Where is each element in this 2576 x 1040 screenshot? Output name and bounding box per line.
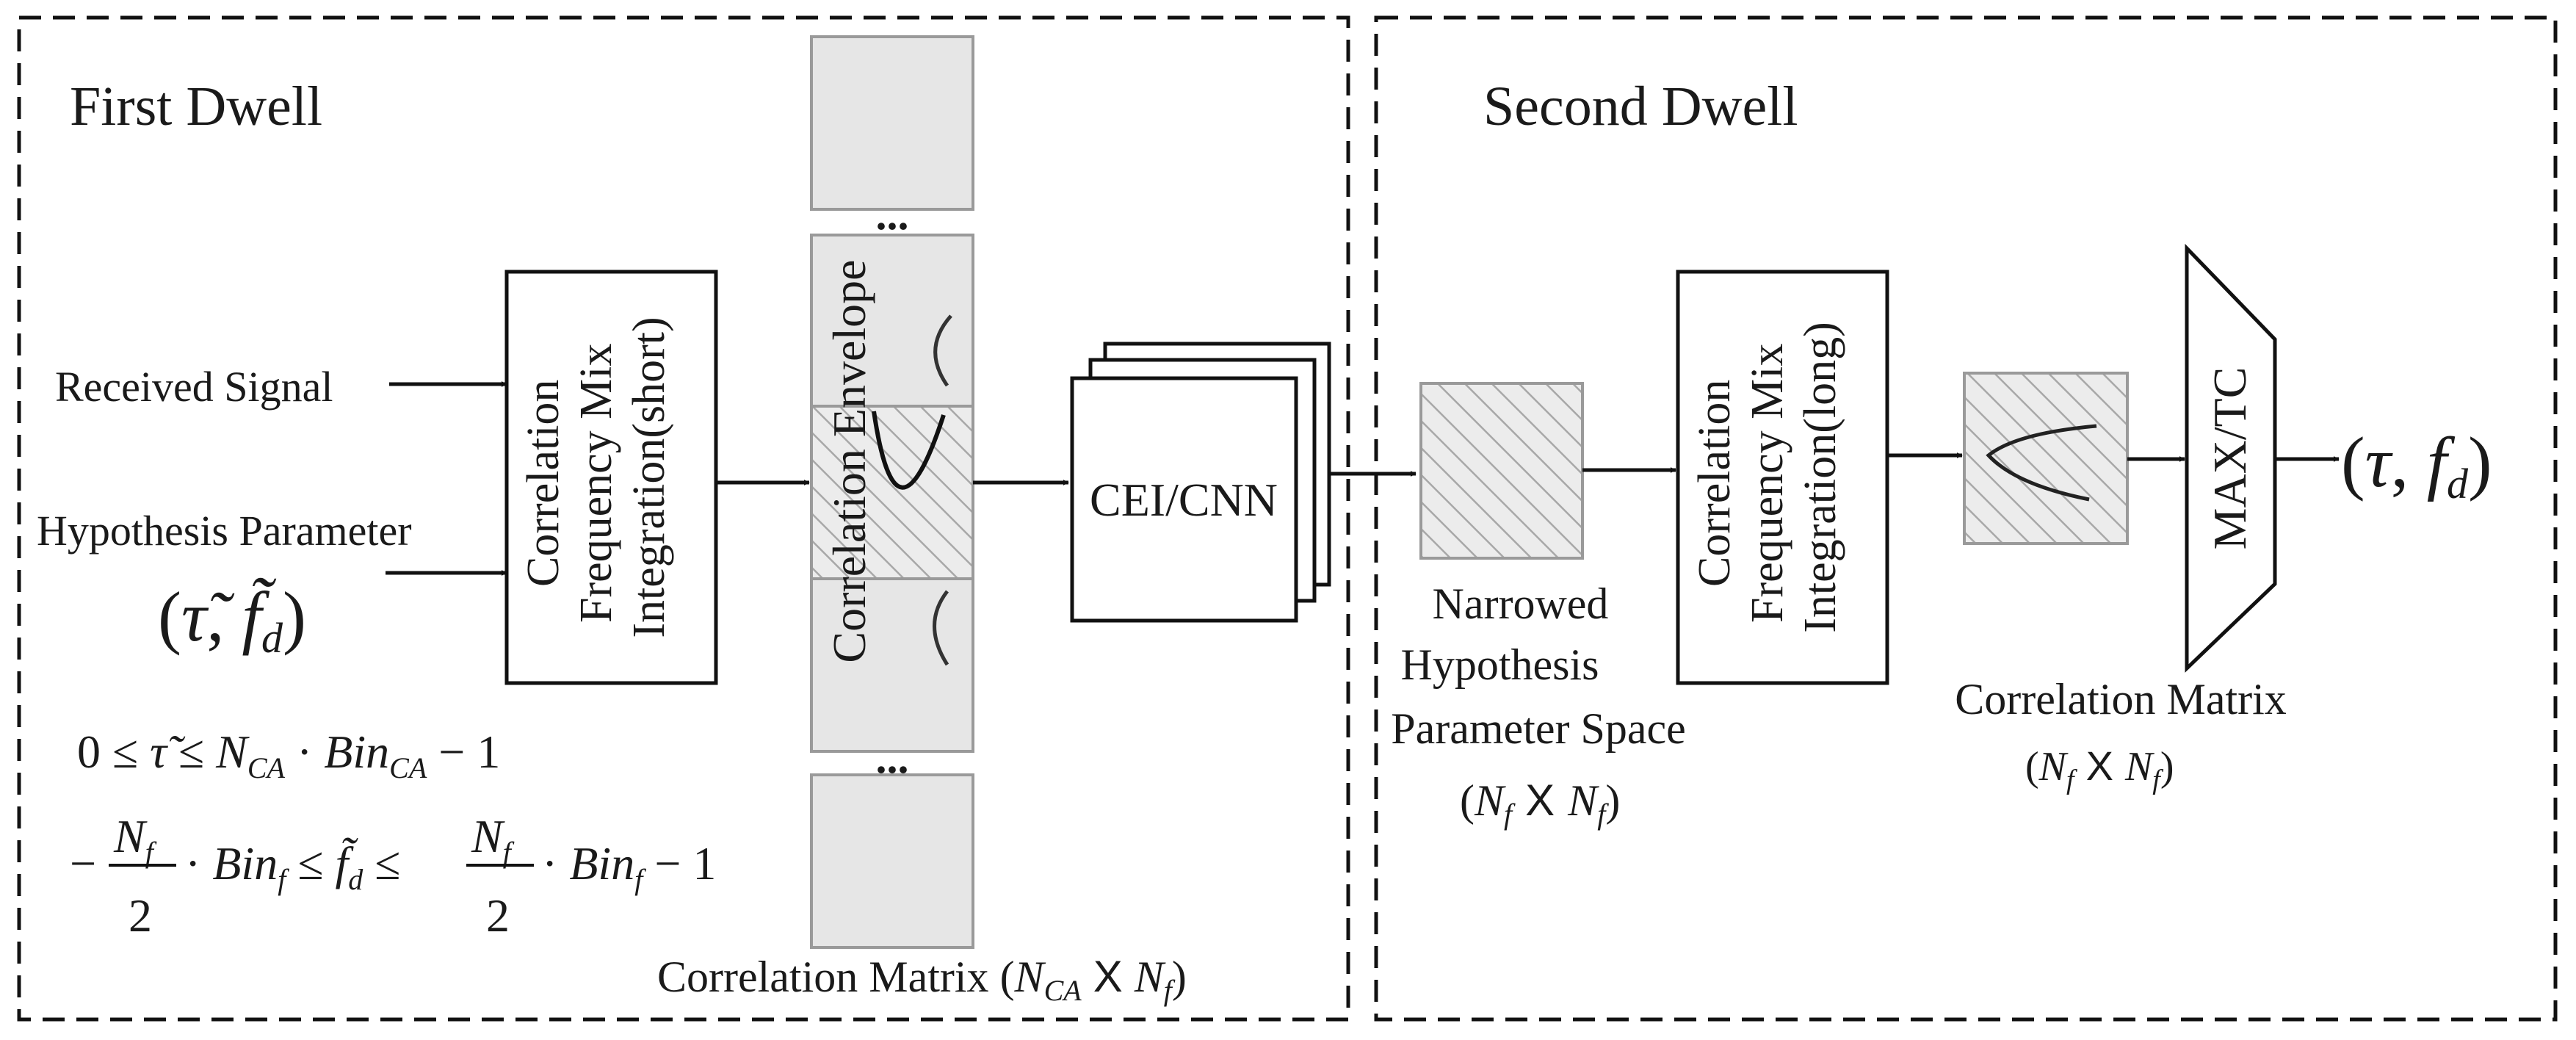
matrix-second-open: (: [2025, 744, 2039, 790]
received-signal-label: Received Signal: [55, 363, 333, 411]
max-tc-block: [2185, 243, 2277, 673]
output-tuple: (τ, fd): [2341, 423, 2492, 508]
narrowed-line-2: Hypothesis: [1401, 640, 1599, 689]
freq-range-mid: · Binf ≤ f̃d ≤: [185, 837, 400, 896]
long-integration-line-2: Frequency Mix: [1743, 343, 1792, 623]
freq-range-tail: · Binf − 1: [542, 837, 716, 896]
second-dwell-panel: [1374, 15, 2558, 1022]
tau-range-p3: N: [215, 726, 250, 778]
freq-range-num1-n: N: [113, 810, 148, 862]
matrix-second-sub1: f: [2066, 765, 2077, 795]
tau-range-p6: Bin: [324, 726, 389, 778]
narrowed-x: X: [1525, 776, 1555, 825]
matrix-first-close: ): [1172, 953, 1187, 1001]
hyp-freq-sub: d: [261, 614, 283, 662]
matrix-first-text: Correlation Matrix: [657, 953, 989, 1001]
freq-range: − Nf 2 · Binf ≤ f̃d ≤ Nf 2 · Binf − 1: [70, 810, 716, 942]
freq-range-leq2: ≤: [363, 837, 400, 889]
freq-range-f-sub: d: [348, 863, 363, 896]
short-integration-block: [504, 270, 718, 685]
hyp-comma: ,: [206, 577, 242, 656]
output-freq-sub: d: [2447, 460, 2469, 508]
tau-range-p2: ≤: [167, 726, 216, 778]
freq-range-leq1: ≤: [286, 837, 335, 889]
freq-range-dot1: ·: [185, 837, 212, 889]
freq-range-den1: 2: [129, 889, 152, 942]
narrowed-n2: N: [1567, 776, 1599, 825]
narrowed-line-3: Parameter Space: [1391, 704, 1685, 753]
freq-range-bin1: Bin: [212, 837, 278, 889]
hyp-close-paren: ): [283, 577, 306, 656]
freq-range-minus: −: [70, 837, 96, 889]
output-tau: τ: [2365, 423, 2394, 502]
second-matrix-peak-curve: [1986, 424, 2097, 502]
second-matrix-box: [1963, 372, 2129, 545]
tau-range: 0 ≤ τ̃ ≤ NCA · BinCA − 1: [77, 726, 500, 784]
narrowed-space-label: Narrowed Hypothesis Parameter Space: [1391, 579, 1685, 753]
envelope-curve-peak: [872, 411, 946, 490]
tau-range-p8: − 1: [427, 726, 500, 778]
matrix-second-n1: N: [2038, 744, 2069, 790]
matrix-ellipsis-top: ...: [876, 190, 909, 239]
short-integration-label: Correlation Frequency Mix Integration(sh…: [518, 317, 674, 638]
narrowed-close: ): [1605, 776, 1620, 825]
freq-range-num2: Nf: [471, 810, 515, 869]
matrix-first-n1: N: [1014, 953, 1046, 1001]
tau-range-p7: CA: [389, 751, 427, 784]
matrix-cell-highlighted: [810, 405, 974, 580]
narrowed-line-1: Narrowed: [1433, 579, 1609, 628]
short-integration-line-2: Frequency Mix: [571, 343, 621, 623]
hyp-open-paren: (: [158, 577, 181, 656]
matrix-bottom-cell: [810, 773, 974, 949]
matrix-second-label: Correlation Matrix: [1955, 675, 2287, 723]
short-integration-line-1: Correlation: [518, 380, 568, 587]
long-integration-line-1: Correlation: [1690, 380, 1740, 587]
short-integration-line-3: Integration(short): [624, 317, 674, 638]
tau-range-p5: ·: [285, 726, 324, 778]
second-dwell-title: Second Dwell: [1483, 76, 1798, 137]
narrowed-open: (: [1460, 776, 1475, 825]
matrix-first-sub1: CA: [1044, 974, 1082, 1007]
long-integration-label: Correlation Frequency Mix Integration(lo…: [1690, 322, 1845, 633]
output-close: ): [2468, 423, 2492, 502]
output-comma: ,: [2391, 423, 2427, 502]
freq-range-bin2: Bin: [569, 837, 634, 889]
output-open: (: [2341, 423, 2365, 502]
freq-range-den2: 2: [486, 889, 510, 942]
first-dwell-title: First Dwell: [70, 76, 322, 137]
matrix-first-x: X: [1093, 952, 1123, 1001]
cnn-block: [1070, 376, 1298, 623]
max-tc-label: MAX/TC: [2204, 367, 2256, 550]
first-dwell-panel: [17, 15, 1350, 1022]
freq-range-dot2: ·: [542, 837, 569, 889]
freq-range-num2-n: N: [471, 810, 505, 862]
matrix-second-close: ): [2160, 744, 2174, 790]
envelope-curve-upper: [933, 314, 952, 387]
matrix-second-n2: N: [2124, 744, 2154, 790]
tau-range-p0: 0 ≤: [77, 726, 150, 778]
long-integration-block: [1676, 270, 1889, 685]
envelope-curve-lower: [933, 590, 949, 666]
narrowed-n1: N: [1474, 776, 1506, 825]
narrowed-sub1: f: [1504, 798, 1516, 831]
correlation-envelope-label: Correlation Envelope: [823, 259, 875, 662]
narrowed-space-box: [1419, 382, 1584, 560]
hypothesis-tuple: (τ̃, f̃d): [158, 577, 306, 662]
long-integration-line-3: Integration(long): [1795, 322, 1845, 633]
matrix-first-open: (: [989, 953, 1015, 1001]
freq-range-minus-one: − 1: [643, 837, 716, 889]
hypothesis-parameter-label: Hypothesis Parameter: [37, 507, 412, 555]
matrix-top-cell: [810, 35, 974, 211]
matrix-first-n2: N: [1134, 953, 1166, 1001]
cnn-label: CEI/CNN: [1090, 474, 1278, 526]
tau-range-p4: CA: [247, 751, 286, 784]
matrix-second-x: X: [2086, 743, 2113, 789]
freq-range-num1: Nf: [113, 810, 157, 869]
